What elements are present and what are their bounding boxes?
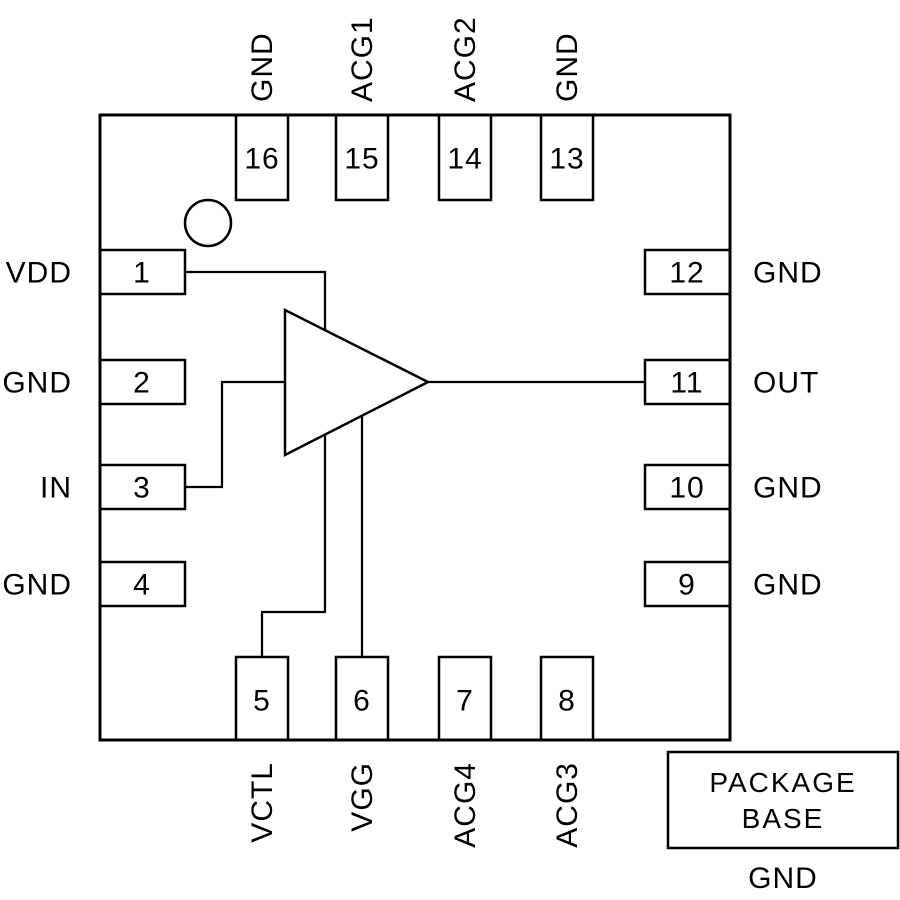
wire-in [185,380,285,489]
pin-number-7: 7 [456,685,474,718]
package-outline [98,113,732,742]
pin-box-16 [234,113,290,202]
pin-label-5: VCTL [246,762,279,843]
pin-number-10: 10 [669,472,704,505]
pin-box-15 [334,113,390,202]
pin-box-9 [643,560,732,608]
pin-number-4: 4 [133,569,151,602]
pin-label-14: ACG2 [449,16,482,102]
pin-label-12: GND [753,257,823,290]
package-base-label-line1: PACKAGE [709,767,856,798]
pin-box-8 [539,655,595,742]
pin-number-5: 5 [253,685,271,718]
pin-number-9: 9 [678,569,696,602]
pin-box-2 [98,358,187,406]
pin-label-8: ACG3 [551,762,584,848]
pin-box-3 [98,463,187,511]
pin-label-15: ACG1 [346,16,379,102]
pin-box-13 [539,113,595,202]
pin-number-16: 16 [244,143,279,176]
pin-number-2: 2 [133,367,151,400]
wire-vctl [260,435,327,657]
pin-box-4 [98,560,187,608]
pin-label-7: ACG4 [449,762,482,848]
pin-label-2: GND [2,367,72,400]
pin-number-13: 13 [549,143,584,176]
pin-box-11 [643,358,732,406]
pin-box-12 [643,248,732,296]
amplifier-icon [283,307,431,458]
package-base-gnd-label: GND [748,862,818,895]
pin-box-14 [437,113,493,202]
pin-number-12: 12 [669,257,704,290]
package-base-box [666,750,900,850]
pin-box-10 [643,463,732,511]
pin-box-7 [437,655,493,742]
package-base-label-line2: BASE [742,803,825,834]
pin-number-8: 8 [558,685,576,718]
pin-label-1: VDD [6,257,72,290]
pin-number-1: 1 [133,257,151,290]
pin-label-9: GND [753,569,823,602]
wire-vdd [185,270,327,330]
pin-box-5 [234,655,290,742]
pin-label-10: GND [753,472,823,505]
pin-label-16: GND [246,32,279,102]
pin-number-15: 15 [344,143,379,176]
pin-label-13: GND [551,32,584,102]
pin-box-6 [334,655,390,742]
pin-label-11: OUT [753,367,819,400]
pin-number-6: 6 [353,685,371,718]
pin-number-14: 14 [447,143,482,176]
pin-box-1 [98,248,187,296]
pin-1-marker-icon [183,198,233,248]
pin-number-11: 11 [670,367,703,400]
pin-label-6: VGG [346,762,379,832]
pin-label-4: GND [2,569,72,602]
pin-number-3: 3 [133,472,151,505]
pin-label-3: IN [40,472,72,505]
